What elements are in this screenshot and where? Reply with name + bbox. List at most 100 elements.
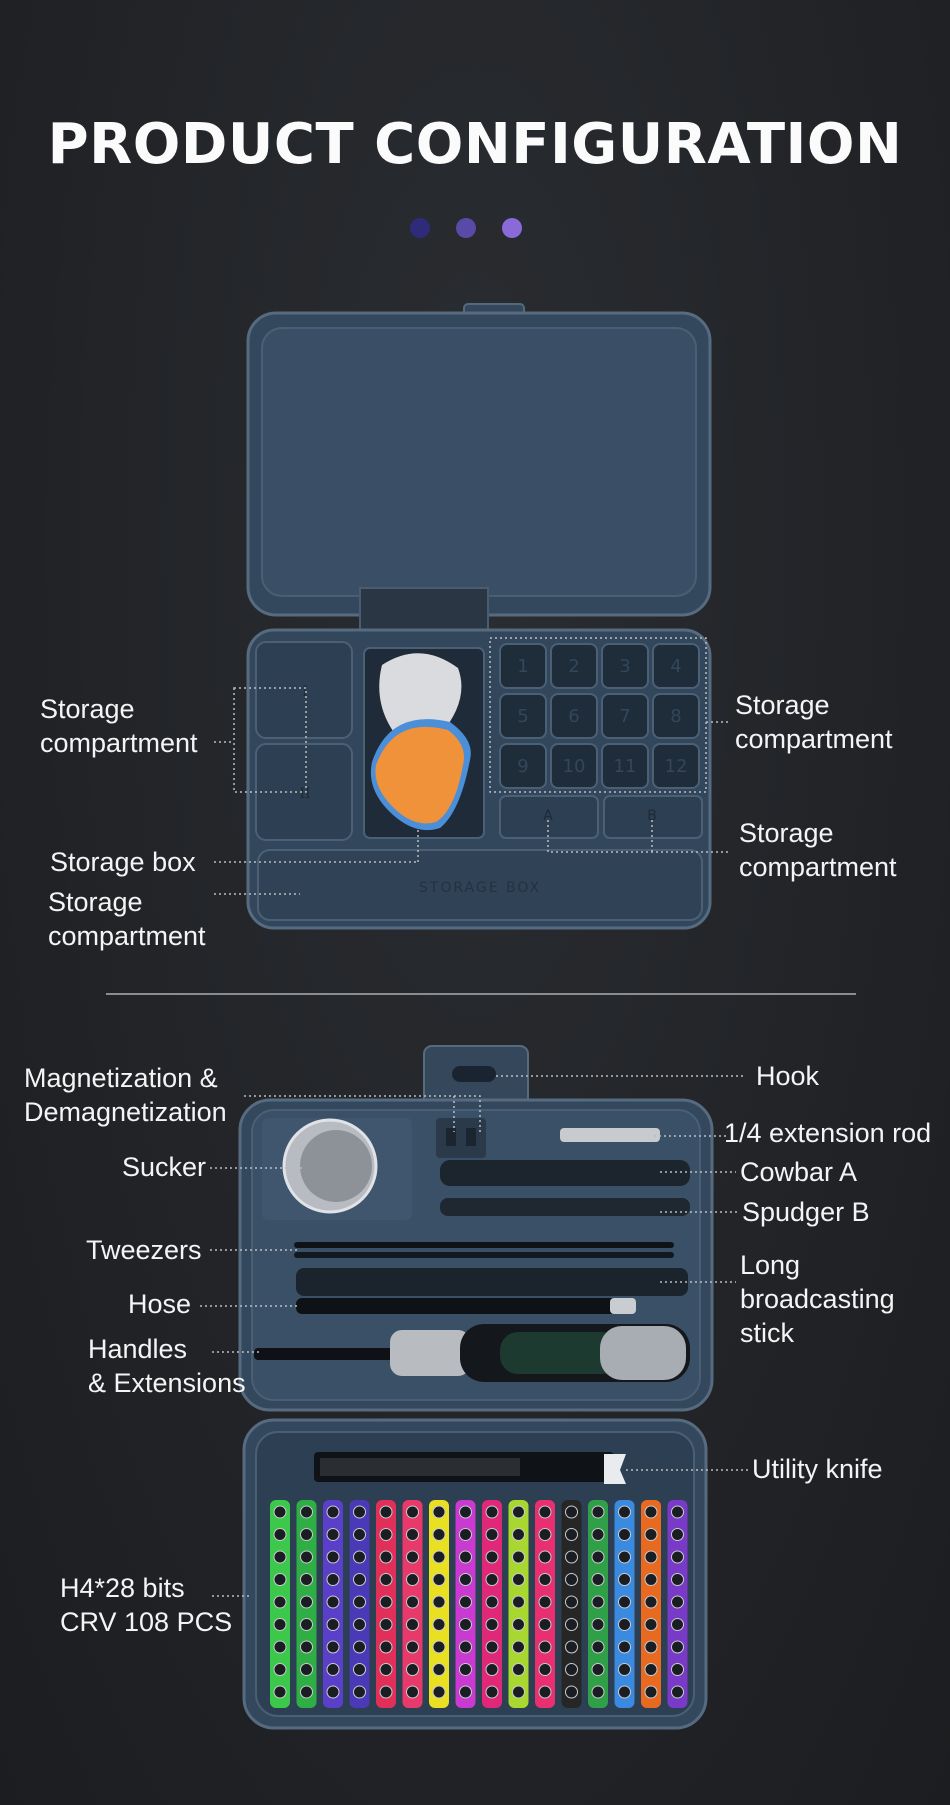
- bit: [591, 1528, 605, 1541]
- compartment-number: 8: [670, 706, 681, 727]
- compartment-cell: [601, 693, 649, 739]
- spudger: [440, 1198, 690, 1216]
- label-left-compartment: Storage compartment: [40, 692, 198, 760]
- bit: [538, 1573, 552, 1586]
- bit: [273, 1528, 287, 1541]
- label-bits: H4*28 bits CRV 108 PCS: [60, 1571, 232, 1639]
- bit: [671, 1663, 684, 1676]
- bit: [644, 1618, 658, 1631]
- bit: [538, 1618, 552, 1631]
- bit: [538, 1595, 552, 1609]
- bit: [273, 1685, 287, 1699]
- bit: [326, 1618, 340, 1631]
- bit: [300, 1663, 313, 1676]
- bit: [300, 1550, 313, 1564]
- bit: [591, 1640, 605, 1654]
- bit: [512, 1663, 525, 1676]
- label-line: Storage: [48, 887, 143, 917]
- page-title: PRODUCT CONFIGURATION: [47, 112, 903, 177]
- bit: [512, 1640, 525, 1654]
- bit: [618, 1505, 631, 1519]
- dot-2: [456, 218, 476, 238]
- bit: [565, 1505, 578, 1519]
- bit: [512, 1618, 525, 1631]
- bit: [353, 1685, 366, 1699]
- bit: [300, 1685, 313, 1699]
- bit: [273, 1573, 287, 1586]
- bit: [671, 1550, 684, 1564]
- bit: [432, 1505, 446, 1519]
- compartment-number: 7: [619, 706, 630, 727]
- bit: [406, 1663, 419, 1676]
- bit: [406, 1505, 419, 1519]
- bit: [591, 1618, 605, 1631]
- bit: [618, 1595, 631, 1609]
- tweezers: [294, 1242, 674, 1248]
- compartment-cell: [652, 643, 700, 689]
- bit: [485, 1528, 499, 1541]
- bit: [644, 1640, 658, 1654]
- bit: [671, 1528, 684, 1541]
- bit: [565, 1663, 578, 1676]
- bit: [618, 1573, 631, 1586]
- bit: [300, 1618, 313, 1631]
- storage-box-text: STORAGE BOX: [419, 880, 541, 896]
- compartment-cell: [601, 643, 649, 689]
- bit: [432, 1550, 446, 1564]
- bit: [379, 1685, 393, 1699]
- compartment-cell: [652, 693, 700, 739]
- bit: [671, 1618, 684, 1631]
- bit: [326, 1685, 340, 1699]
- bit: [432, 1618, 446, 1631]
- compartment-cell: [499, 743, 547, 789]
- bit: [644, 1528, 658, 1541]
- mark-i: I: [302, 684, 308, 700]
- bit: [512, 1528, 525, 1541]
- bit-set: [270, 1500, 688, 1708]
- bit: [565, 1618, 578, 1631]
- label-extension-rod: 1/4 extension rod: [724, 1118, 932, 1148]
- label-long-stick: Long broadcasting stick: [740, 1248, 895, 1350]
- bit: [644, 1505, 658, 1519]
- compartment-cell: [550, 693, 598, 739]
- bit: [379, 1663, 393, 1676]
- label-line: compartment: [48, 921, 206, 951]
- bit: [565, 1528, 578, 1541]
- bit: [671, 1595, 684, 1609]
- bit: [485, 1595, 499, 1609]
- label-line: Handles: [88, 1334, 188, 1364]
- screwdriver-handle: [390, 1330, 470, 1376]
- bit: [326, 1550, 340, 1564]
- bit: [406, 1640, 419, 1654]
- section-divider: [106, 993, 856, 995]
- bit: [485, 1685, 499, 1699]
- bit: [618, 1685, 631, 1699]
- bit: [326, 1528, 340, 1541]
- bit: [406, 1595, 419, 1609]
- label-line: compartment: [735, 724, 893, 754]
- bit: [300, 1573, 313, 1586]
- tool-kit-open: [200, 1045, 748, 1730]
- bit: [565, 1595, 578, 1609]
- bit: [459, 1618, 472, 1631]
- bit: [459, 1573, 472, 1586]
- bit: [459, 1550, 472, 1564]
- label-cowbar: Cowbar A: [740, 1157, 858, 1187]
- bit: [591, 1595, 605, 1609]
- bit: [353, 1528, 366, 1541]
- bit: [565, 1640, 578, 1654]
- bit: [406, 1528, 419, 1541]
- bit: [618, 1528, 631, 1541]
- compartment-cell: [550, 643, 598, 689]
- bit: [671, 1640, 684, 1654]
- label-line: Magnetization &: [24, 1063, 218, 1093]
- bit: [353, 1618, 366, 1631]
- compartment-number: 6: [568, 706, 579, 727]
- bit: [671, 1573, 684, 1586]
- label-line: CRV 108 PCS: [60, 1607, 233, 1637]
- bit: [406, 1618, 419, 1631]
- bit: [459, 1663, 472, 1676]
